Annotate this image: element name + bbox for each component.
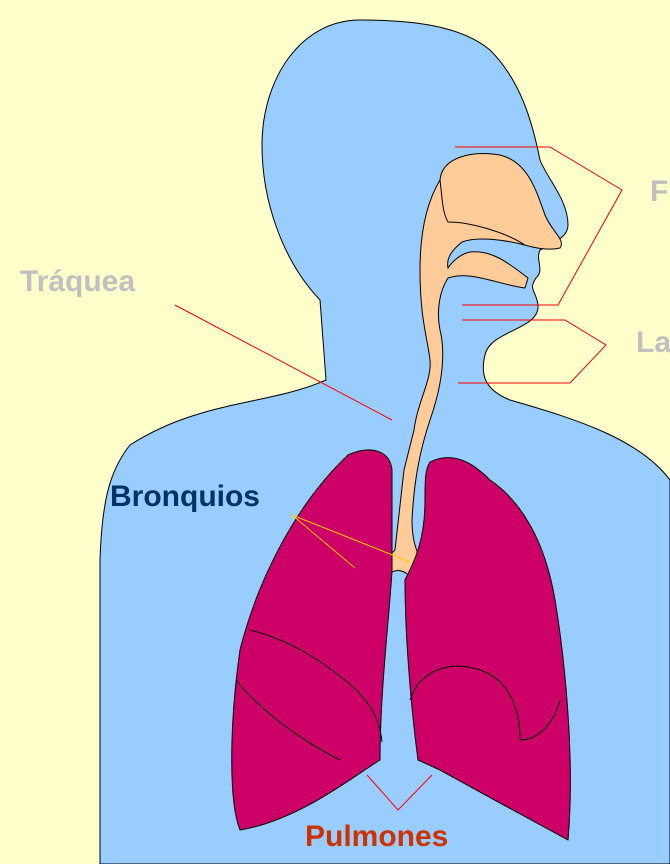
label-traquea: Tráquea [20,265,135,299]
label-pulmones: Pulmones [305,820,448,854]
label-bronquios: Bronquios [110,480,260,514]
body-silhouette [100,20,670,864]
label-laringe: La [636,326,670,360]
label-faringe: F [650,175,668,209]
